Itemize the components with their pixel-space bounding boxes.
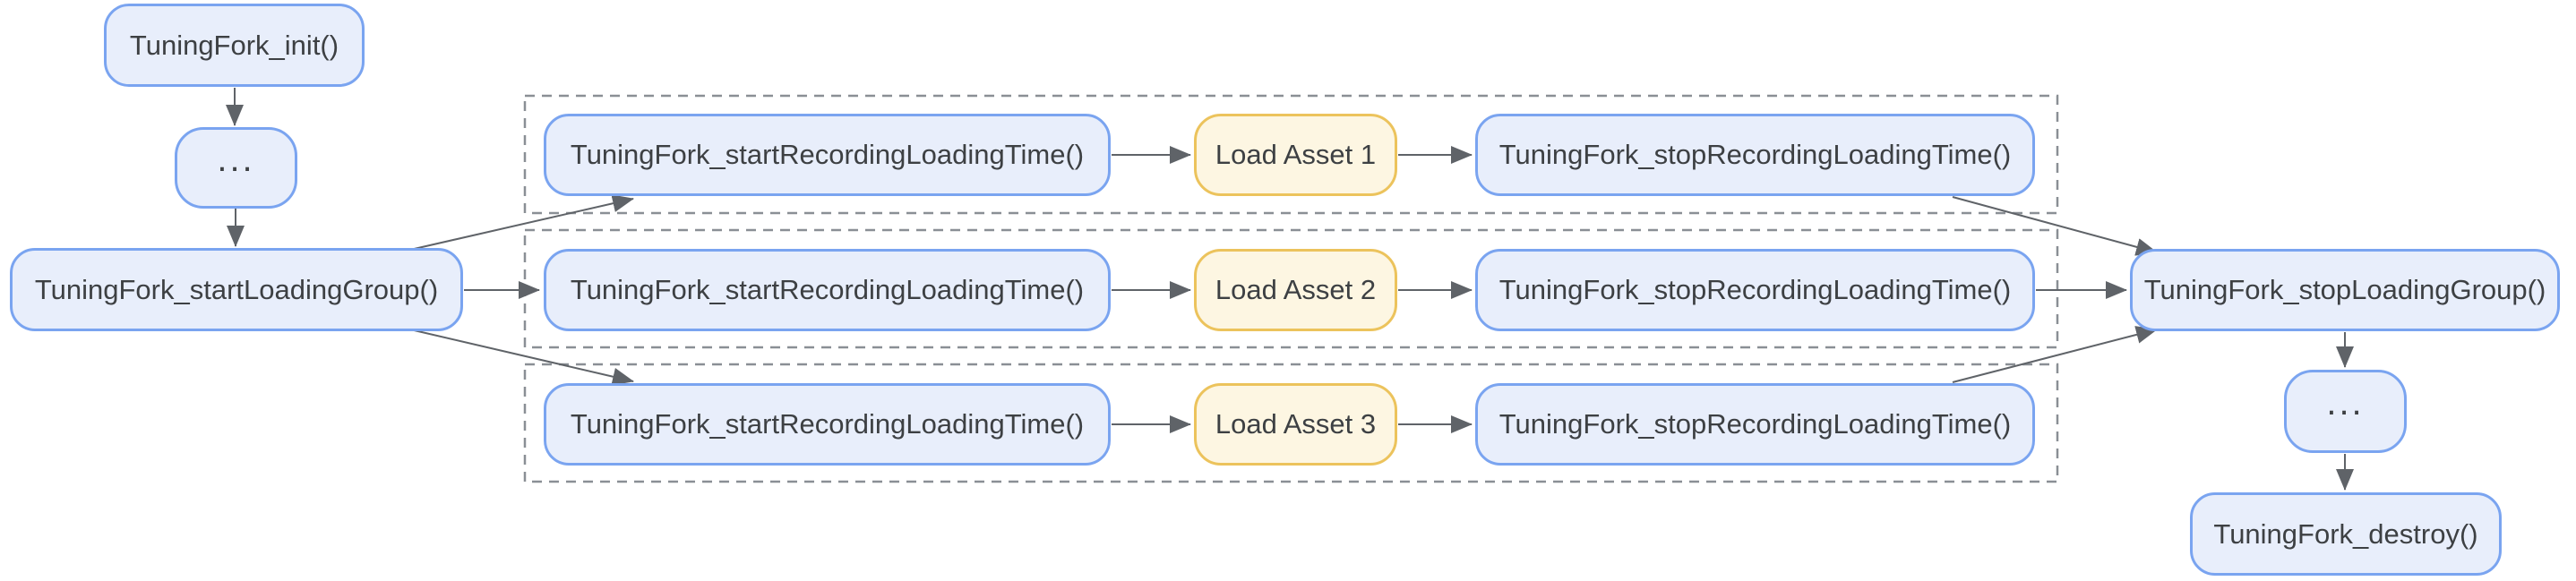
node-start-loading-group: TuningFork_startLoadingGroup()	[10, 248, 463, 331]
node-ellipsis-top-label: ...	[217, 140, 255, 179]
node-load-asset-3-label: Load Asset 3	[1215, 408, 1377, 440]
node-row1-stop-recording-label: TuningFork_stopRecordingLoadingTime()	[1498, 139, 2012, 170]
node-load-asset-2: Load Asset 2	[1194, 249, 1397, 331]
node-init: TuningFork_init()	[104, 4, 365, 87]
arrow-row1-to-stop-group	[1952, 196, 2158, 256]
node-row3-start-recording-label: TuningFork_startRecordingLoadingTime()	[570, 408, 1085, 440]
asset-group-outline-3	[523, 363, 2059, 483]
asset-group-outline-1	[523, 94, 2059, 215]
node-load-asset-1-label: Load Asset 1	[1215, 139, 1377, 170]
node-row1-stop-recording: TuningFork_stopRecordingLoadingTime()	[1475, 114, 2035, 196]
node-load-asset-1: Load Asset 1	[1194, 114, 1397, 196]
node-stop-loading-group: TuningFork_stopLoadingGroup()	[2130, 249, 2560, 331]
node-ellipsis-top: ...	[175, 127, 297, 209]
node-load-asset-2-label: Load Asset 2	[1215, 274, 1377, 305]
node-row1-start-recording-label: TuningFork_startRecordingLoadingTime()	[570, 139, 1085, 170]
arrow-start-group-to-row3	[409, 329, 634, 386]
node-row1-start-recording: TuningFork_startRecordingLoadingTime()	[544, 114, 1111, 196]
node-row2-start-recording: TuningFork_startRecordingLoadingTime()	[544, 249, 1111, 331]
node-row3-stop-recording-label: TuningFork_stopRecordingLoadingTime()	[1498, 408, 2012, 440]
arrow-start-group-to-row1	[409, 194, 634, 251]
node-row2-start-recording-label: TuningFork_startRecordingLoadingTime()	[570, 274, 1085, 305]
arrow-row3-to-stop-group	[1952, 326, 2158, 383]
node-init-label: TuningFork_init()	[129, 29, 339, 61]
node-ellipsis-bottom-label: ...	[2326, 383, 2365, 423]
node-start-loading-group-label: TuningFork_startLoadingGroup()	[34, 273, 439, 305]
node-row2-stop-recording-label: TuningFork_stopRecordingLoadingTime()	[1498, 274, 2012, 305]
node-destroy-label: TuningFork_destroy()	[2213, 517, 2478, 550]
node-row3-stop-recording: TuningFork_stopRecordingLoadingTime()	[1475, 383, 2035, 466]
node-destroy: TuningFork_destroy()	[2190, 492, 2502, 576]
node-row3-start-recording: TuningFork_startRecordingLoadingTime()	[544, 383, 1111, 466]
node-row2-stop-recording: TuningFork_stopRecordingLoadingTime()	[1475, 249, 2035, 331]
node-ellipsis-bottom: ...	[2284, 370, 2407, 453]
node-stop-loading-group-label: TuningFork_stopLoadingGroup()	[2143, 274, 2546, 305]
node-load-asset-3: Load Asset 3	[1194, 383, 1397, 466]
